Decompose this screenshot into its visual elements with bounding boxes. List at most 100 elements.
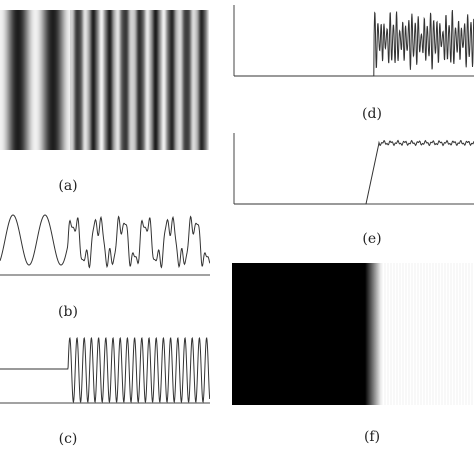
panel-d-waveform xyxy=(233,5,474,77)
stripe xyxy=(10,10,12,150)
stripe xyxy=(191,10,193,150)
stripe xyxy=(152,10,154,150)
stripe xyxy=(61,10,63,150)
stripe xyxy=(116,10,118,150)
stripe xyxy=(155,10,157,150)
stripe xyxy=(103,10,105,150)
stripe xyxy=(151,10,153,150)
stripe xyxy=(139,10,141,150)
stripe xyxy=(158,10,160,150)
stripe xyxy=(2,10,4,150)
stripe xyxy=(205,10,207,150)
stripe xyxy=(147,10,149,150)
stripe xyxy=(9,10,11,150)
stripe xyxy=(16,10,18,150)
stripe xyxy=(130,10,132,150)
stripe xyxy=(145,10,147,150)
stripe xyxy=(180,10,182,150)
stripe xyxy=(51,10,53,150)
stripe xyxy=(58,10,60,150)
stripe xyxy=(115,10,117,150)
panel-e-line xyxy=(234,139,474,205)
stripe xyxy=(127,10,129,150)
stripe xyxy=(156,10,158,150)
stripe xyxy=(33,10,35,150)
stripe xyxy=(164,10,166,150)
stripe xyxy=(84,10,86,150)
stripe xyxy=(42,10,44,150)
stripe xyxy=(104,10,106,150)
stripe xyxy=(142,10,144,150)
stripe xyxy=(50,10,52,150)
stripe xyxy=(197,10,199,150)
stripe xyxy=(126,10,128,150)
stripe xyxy=(166,10,168,150)
stripe xyxy=(110,10,112,150)
stripe xyxy=(134,10,136,150)
stripe xyxy=(102,10,104,150)
stripe xyxy=(182,10,184,150)
stripe xyxy=(17,10,19,150)
stripe xyxy=(11,10,13,150)
stripe xyxy=(194,10,196,150)
stripe xyxy=(129,10,131,150)
stripe xyxy=(70,10,72,150)
stripe xyxy=(186,10,188,150)
stripe xyxy=(208,10,209,150)
stripe xyxy=(34,10,36,150)
stripe xyxy=(59,10,61,150)
stripe xyxy=(81,10,83,150)
stripe xyxy=(72,10,74,150)
stripe xyxy=(63,10,65,150)
stripe xyxy=(82,10,84,150)
stripe xyxy=(150,10,152,150)
panel-d-label: (d) xyxy=(362,106,382,122)
stripe xyxy=(160,10,162,150)
stripe xyxy=(117,10,119,150)
stripe xyxy=(14,10,16,150)
stripe xyxy=(6,10,8,150)
stripe xyxy=(32,10,34,150)
stripe xyxy=(19,10,21,150)
stripe xyxy=(97,10,99,150)
stripe xyxy=(56,10,58,150)
panel-f-fill xyxy=(232,263,474,405)
stripe xyxy=(41,10,43,150)
stripe xyxy=(173,10,175,150)
stripe xyxy=(98,10,100,150)
panel-c-label: (c) xyxy=(58,431,78,447)
stripe xyxy=(91,10,93,150)
panel-e-waveform xyxy=(233,133,474,205)
stripe xyxy=(183,10,185,150)
stripe xyxy=(40,10,42,150)
stripe xyxy=(140,10,142,150)
stripe xyxy=(94,10,96,150)
panel-c-line xyxy=(0,336,210,404)
panel-b-label: (b) xyxy=(58,304,78,320)
panel-e-label: (e) xyxy=(362,231,382,247)
stripe xyxy=(112,10,114,150)
stripe xyxy=(188,10,190,150)
stripe xyxy=(123,10,125,150)
stripe xyxy=(7,10,9,150)
stripe xyxy=(21,10,23,150)
stripe xyxy=(195,10,197,150)
stripe xyxy=(119,10,121,150)
stripe xyxy=(111,10,113,150)
stripe xyxy=(172,10,174,150)
stripe xyxy=(20,10,22,150)
stripe xyxy=(204,10,206,150)
stripe xyxy=(206,10,208,150)
panel-b-waveform xyxy=(0,214,210,276)
stripe xyxy=(93,10,95,150)
stripe xyxy=(165,10,167,150)
stripe xyxy=(187,10,189,150)
stripe xyxy=(96,10,98,150)
stripe xyxy=(189,10,191,150)
stripe xyxy=(149,10,151,150)
panel-f-label: (f) xyxy=(363,429,381,445)
stripe xyxy=(125,10,127,150)
stripe xyxy=(31,10,33,150)
stripe xyxy=(29,10,31,150)
stripe xyxy=(169,10,171,150)
